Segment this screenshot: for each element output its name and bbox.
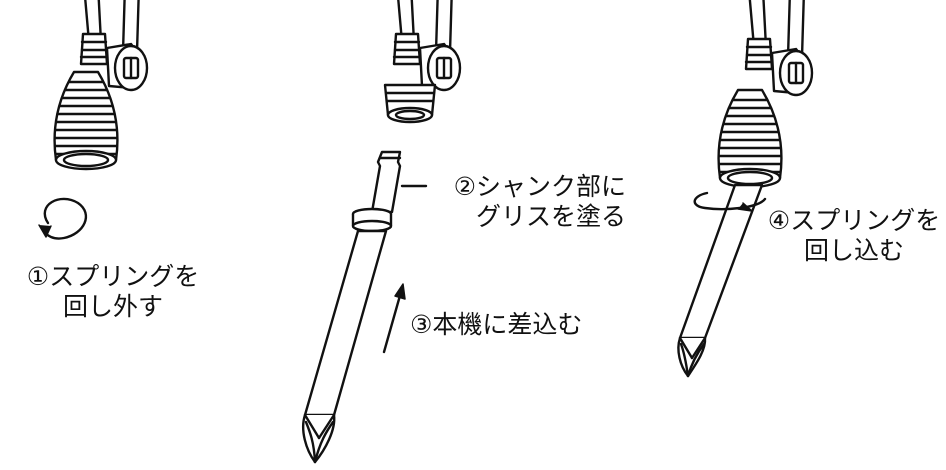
rotate-arrow-icon-step4 xyxy=(693,191,767,212)
step4-label: ④スプリングを 回し込む xyxy=(762,206,946,266)
step2-line2: グリスを塗る xyxy=(475,202,626,231)
step1-label: ①スプリングを 回し外す xyxy=(2,262,224,322)
step1-line1: ①スプリングを xyxy=(26,262,200,291)
step2-line1: ②シャンク部に xyxy=(453,172,626,201)
step1-tool xyxy=(53,0,149,171)
step4-line2: 回し込む xyxy=(803,236,904,265)
chisel-shank xyxy=(301,150,402,464)
step3-label: ③本機に差込む xyxy=(410,310,610,340)
step4-tool xyxy=(677,0,814,378)
step4-line1: ④スプリングを xyxy=(767,206,941,235)
step2-label: ②シャンク部に グリスを塗る xyxy=(426,172,626,232)
rotate-arrow-icon xyxy=(38,197,88,240)
step2-tool-head xyxy=(383,0,462,124)
step1-line2: 回し外す xyxy=(62,292,163,321)
insert-arrow-icon xyxy=(382,283,406,354)
step3-line1: ③本機に差込む xyxy=(410,310,583,339)
